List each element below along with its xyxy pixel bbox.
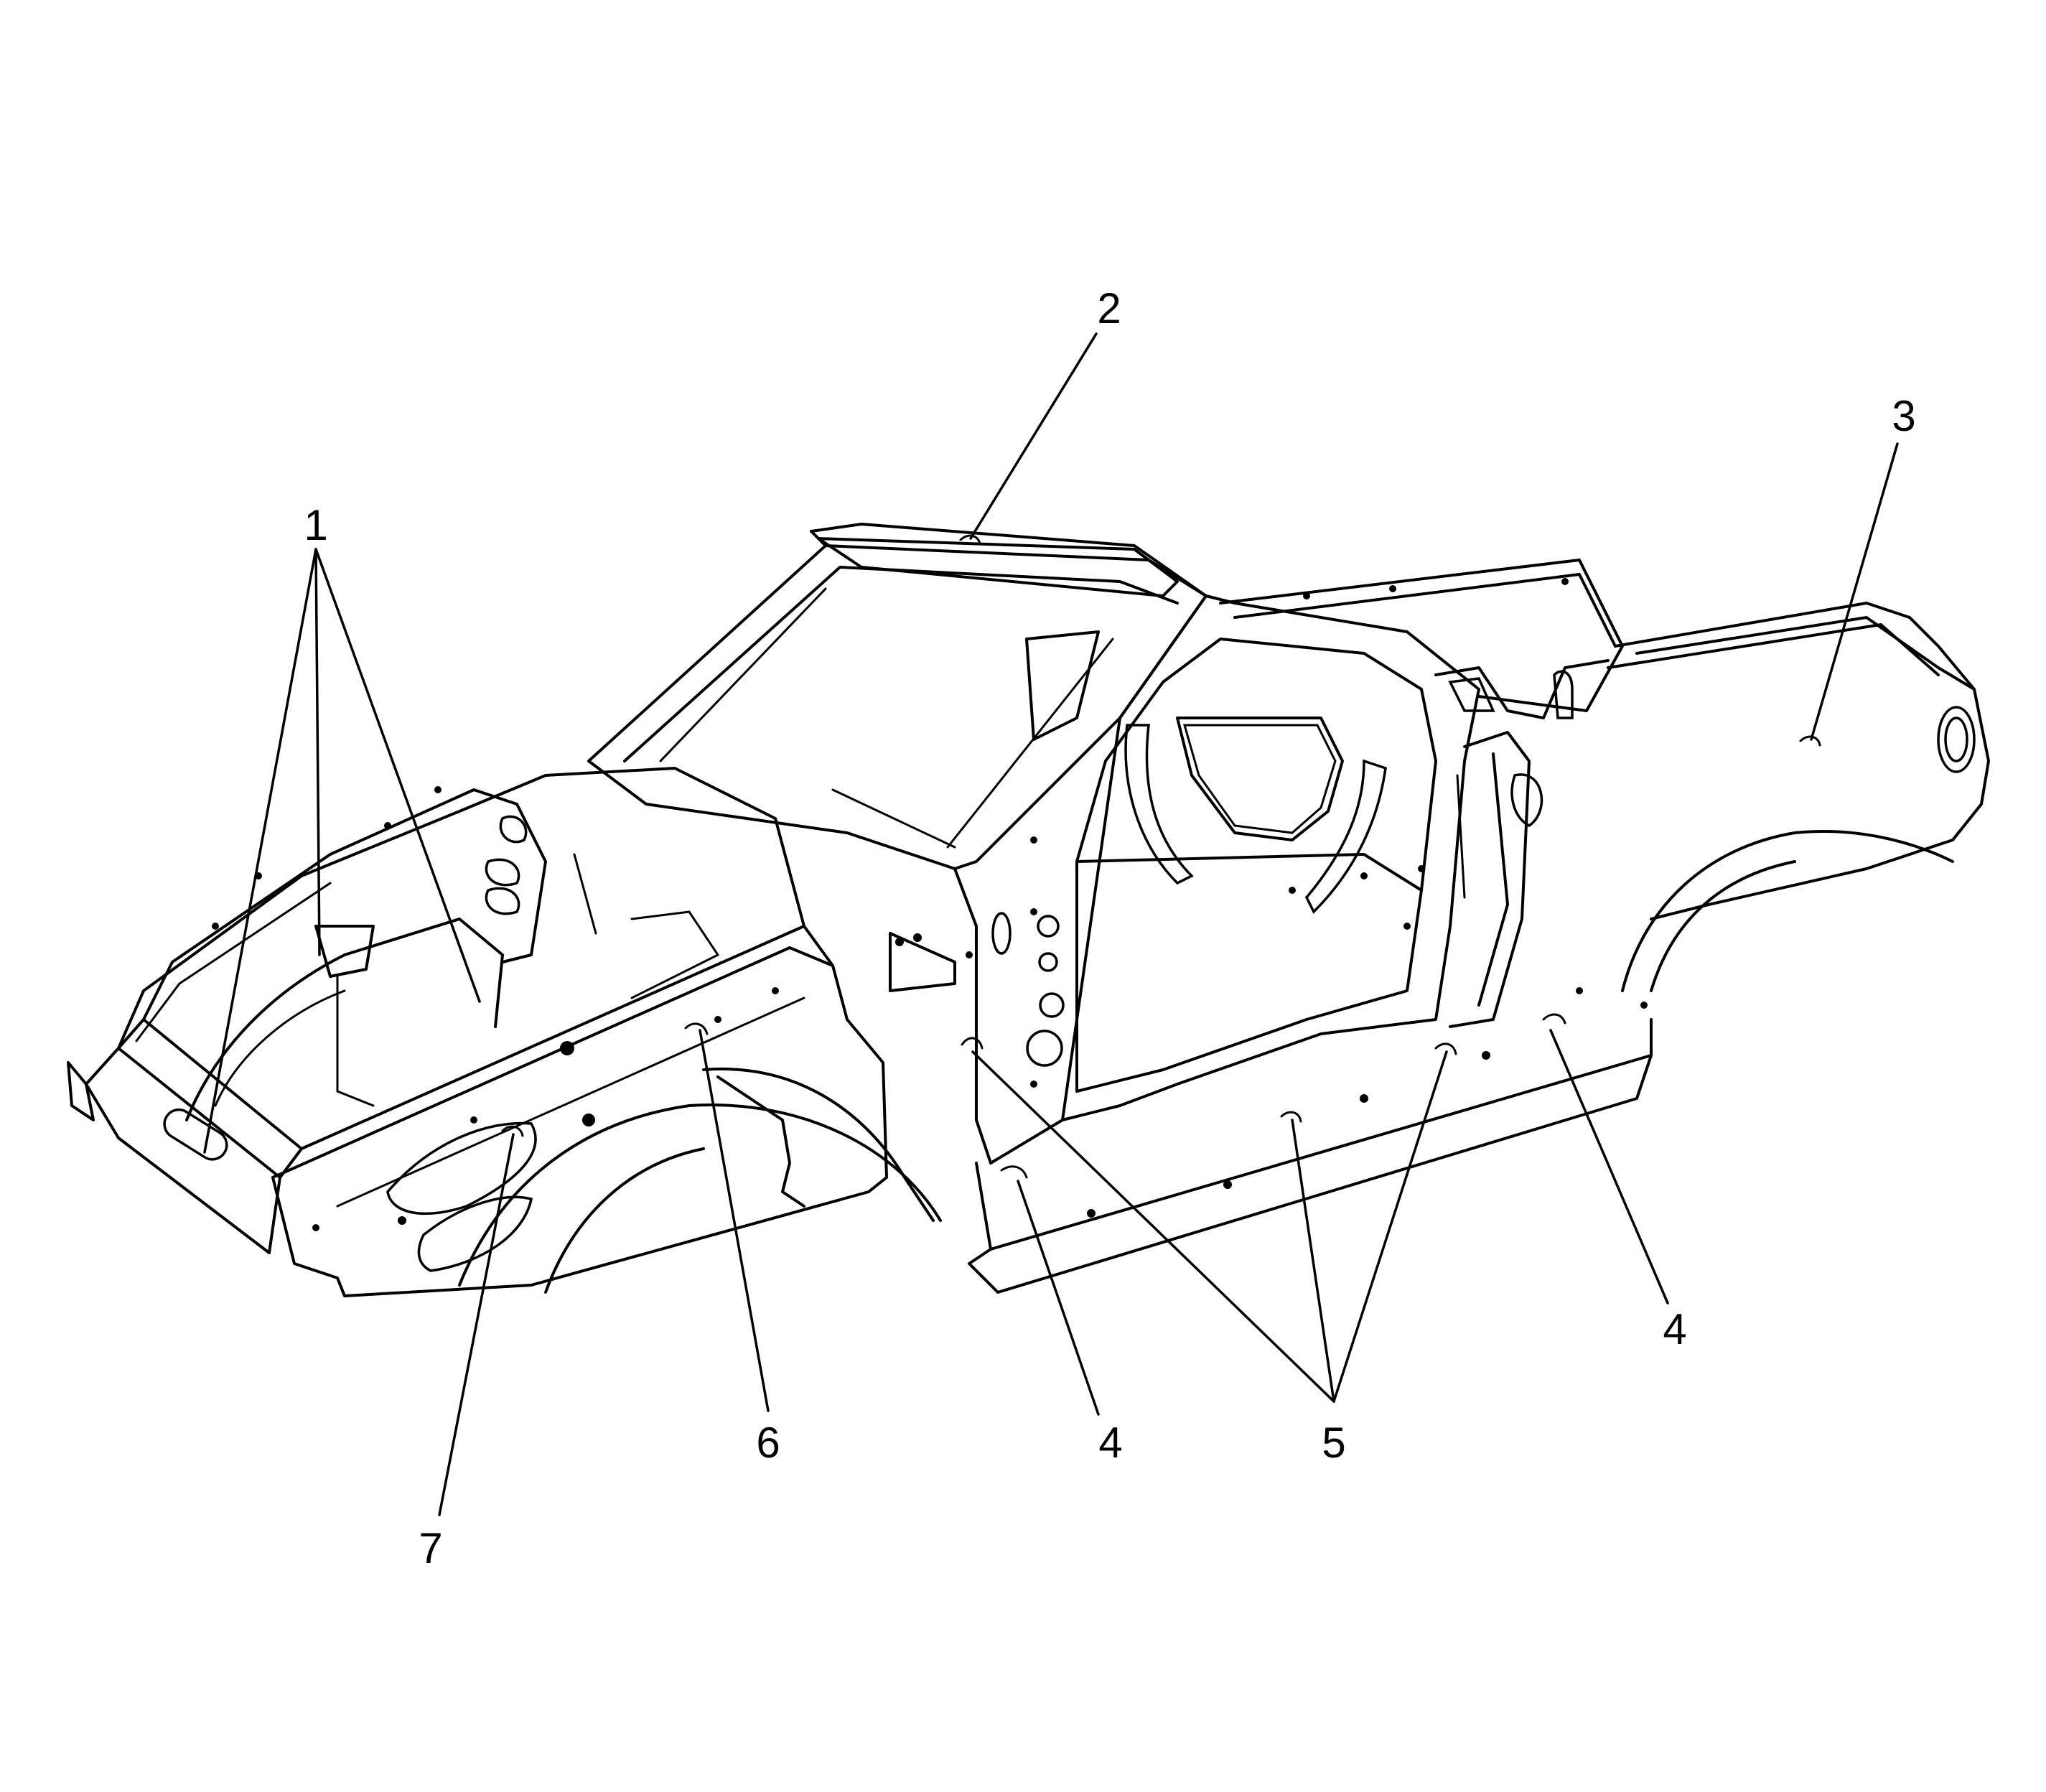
leader-1b [203,548,317,1154]
leader-3 [1810,442,1899,741]
cab-side-structure [889,594,1653,1294]
callout-4-middle: 4 [1098,1419,1122,1467]
leader-4a [1549,1029,1669,1305]
callout-7: 7 [419,1524,442,1572]
callout-1: 1 [304,501,327,549]
leader-7 [438,1133,515,1516]
leader-5a [971,1050,1335,1403]
leader-5b [1291,1119,1335,1403]
leader-lines [203,332,1899,1516]
leader-4b [1017,1180,1100,1416]
callout-labels: 1 2 3 4 4 5 6 7 [304,284,1915,1572]
callout-2: 2 [1097,284,1121,332]
windshield-frame [587,523,1207,870]
callout-6: 6 [756,1419,780,1467]
callout-4-right: 4 [1663,1305,1686,1353]
fastener-holes [212,578,1648,1231]
leader-2 [969,332,1098,540]
leader-5c [1332,1050,1448,1403]
leader-1c [314,548,481,1003]
leader-1a [314,548,321,956]
leader-6 [699,1029,770,1412]
callout-3: 3 [1892,392,1915,440]
callout-5: 5 [1322,1419,1345,1467]
front-end-structure [67,767,942,1297]
rear-bed-structure [1219,559,1990,1028]
